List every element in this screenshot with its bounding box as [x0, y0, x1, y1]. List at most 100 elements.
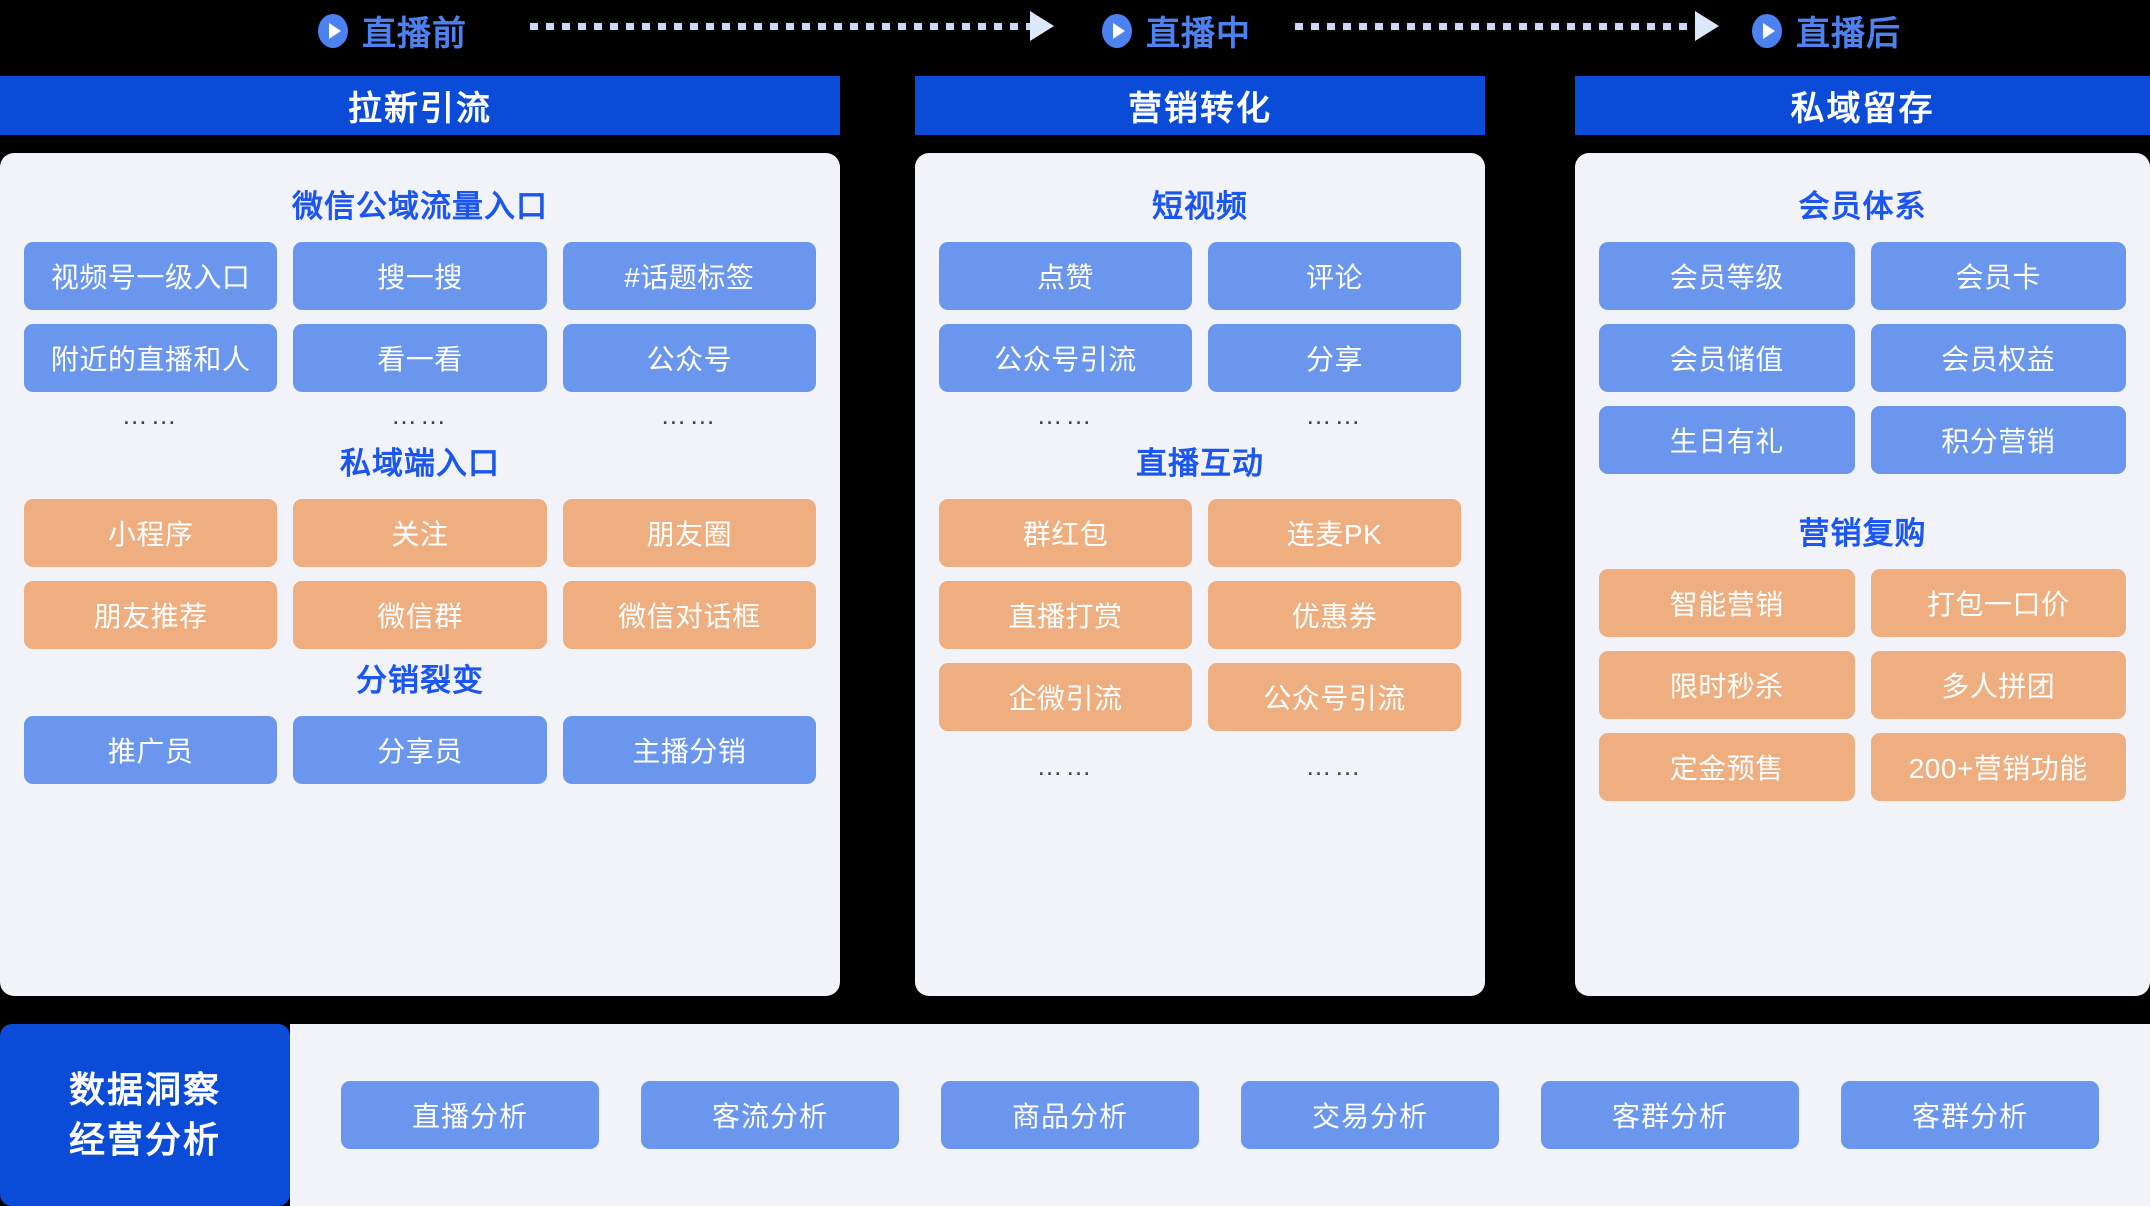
pill-item[interactable]: 生日有礼	[1599, 406, 1855, 474]
pill-item[interactable]: 积分营销	[1870, 406, 2126, 474]
pill-item[interactable]: 智能营销	[1599, 569, 1855, 637]
play-circle-icon	[318, 13, 348, 48]
pill-item[interactable]: 企微引流	[939, 663, 1192, 731]
analytics-pill-live[interactable]: 直播分析	[341, 1081, 599, 1149]
pill-item[interactable]: 微信群	[293, 581, 547, 649]
column-card-acquisition: 微信公域流量入口 视频号一级入口 搜一搜 #话题标签 附近的直播和人 看一看 公…	[0, 153, 840, 996]
analytics-pill-customer-group-2[interactable]: 客群分析	[1841, 1081, 2099, 1149]
pill-item[interactable]: 分享	[1208, 324, 1461, 392]
phase-label-live: 直播中	[1146, 15, 1251, 53]
analytics-pill-customer-group-1[interactable]: 客群分析	[1541, 1081, 1799, 1149]
play-circle-icon	[1102, 13, 1132, 48]
pill-item[interactable]: 会员等级	[1599, 242, 1855, 310]
ellipsis-row: …… ……	[939, 402, 1461, 428]
bottom-label-line2: 经营分析	[68, 1119, 221, 1160]
pill-item[interactable]: 搜一搜	[293, 242, 547, 310]
pill-item[interactable]: 优惠券	[1208, 581, 1461, 649]
pill-item[interactable]: 看一看	[293, 324, 547, 392]
card-spacer	[1599, 801, 2126, 976]
arrow-pre-to-live	[530, 11, 1054, 41]
section-title-private-domain-entry: 私域端入口	[340, 446, 500, 481]
arrow-dots	[1295, 22, 1695, 30]
pill-item[interactable]: 定金预售	[1599, 733, 1855, 801]
bottom-analytics-bar: 数据洞察 经营分析 直播分析 客流分析 商品分析 交易分析 客群分析 客群分析	[0, 1024, 2150, 1206]
pill-item[interactable]: 朋友推荐	[24, 581, 278, 649]
pill-item[interactable]: 附近的直播和人	[24, 324, 278, 392]
ellipsis: ……	[121, 400, 180, 430]
pill-grid-marketing-repurchase: 智能营销 打包一口价 限时秒杀 多人拼团 定金预售 200+营销功能	[1599, 569, 2126, 801]
pill-item[interactable]: 公众号	[562, 324, 816, 392]
pill-item[interactable]: 200+营销功能	[1870, 733, 2126, 801]
ellipsis: ……	[1036, 751, 1095, 781]
arrow-head-icon	[1695, 11, 1719, 41]
phase-strip: 直播前 直播中 直播后	[0, 0, 2150, 53]
phase-label-pre: 直播前	[362, 15, 467, 53]
pill-grid-membership-system: 会员等级 会员卡 会员储值 会员权益 生日有礼 积分营销	[1599, 242, 2126, 474]
pill-item[interactable]: 公众号引流	[1208, 663, 1461, 731]
pill-item[interactable]: 评论	[1208, 242, 1461, 310]
arrow-dots	[530, 22, 1030, 30]
arrow-live-to-post	[1295, 11, 1719, 41]
pill-item[interactable]: 会员权益	[1870, 324, 2126, 392]
analytics-pill-transaction[interactable]: 交易分析	[1241, 1081, 1499, 1149]
section-title-distribution-fission: 分销裂变	[356, 663, 484, 698]
phase-pre-live: 直播前	[316, 6, 467, 55]
ellipsis-row: …… ……	[939, 753, 1461, 779]
columns-container: 拉新引流 微信公域流量入口 视频号一级入口 搜一搜 #话题标签 附近的直播和人 …	[0, 76, 2150, 996]
column-header-acquisition: 拉新引流	[0, 76, 840, 135]
section-title-membership-system: 会员体系	[1798, 189, 1927, 224]
pill-grid-distribution-fission: 推广员 分享员 主播分销	[24, 716, 816, 784]
pill-item[interactable]: #话题标签	[562, 242, 816, 310]
pill-item[interactable]: 视频号一级入口	[24, 242, 278, 310]
pill-item[interactable]: 分享员	[293, 716, 547, 784]
pill-item[interactable]: 直播打赏	[939, 581, 1192, 649]
pill-item[interactable]: 会员储值	[1599, 324, 1855, 392]
phase-label-post: 直播后	[1796, 15, 1901, 53]
bottom-label-line1: 数据洞察	[68, 1069, 221, 1111]
pill-item[interactable]: 小程序	[24, 499, 278, 567]
pill-item[interactable]: 推广员	[24, 716, 278, 784]
section-title-wechat-public-traffic: 微信公域流量入口	[292, 189, 548, 224]
section-title-marketing-repurchase: 营销复购	[1798, 516, 1927, 551]
ellipsis: ……	[1305, 400, 1364, 430]
pill-grid-private-domain-entry: 小程序 关注 朋友圈 朋友推荐 微信群 微信对话框	[24, 499, 816, 649]
pill-item[interactable]: 多人拼团	[1870, 651, 2126, 719]
section-title-live-interaction: 直播互动	[1136, 446, 1264, 481]
pill-item[interactable]: 微信对话框	[562, 581, 816, 649]
column-acquisition: 拉新引流 微信公域流量入口 视频号一级入口 搜一搜 #话题标签 附近的直播和人 …	[0, 76, 840, 996]
bottom-label-data-insight: 数据洞察 经营分析	[0, 1024, 290, 1206]
ellipsis: ……	[1305, 751, 1364, 781]
column-header-marketing-conversion: 营销转化	[915, 76, 1485, 135]
ellipsis-row: …… …… ……	[24, 402, 816, 428]
column-marketing-conversion: 营销转化 短视频 点赞 评论 公众号引流 分享 …… …… 直播互动 群红包 连…	[915, 76, 1485, 996]
pill-item[interactable]: 群红包	[939, 499, 1192, 567]
pill-item[interactable]: 关注	[293, 499, 547, 567]
play-circle-icon	[1752, 13, 1782, 48]
pill-item[interactable]: 点赞	[939, 242, 1192, 310]
phase-live: 直播中	[1100, 6, 1251, 55]
pill-item[interactable]: 会员卡	[1870, 242, 2126, 310]
card-spacer	[24, 784, 816, 976]
pill-item[interactable]: 朋友圈	[562, 499, 816, 567]
pill-grid-live-interaction: 群红包 连麦PK 直播打赏 优惠券 企微引流 公众号引流	[939, 499, 1461, 731]
analytics-pill-traffic[interactable]: 客流分析	[641, 1081, 899, 1149]
ellipsis: ……	[390, 400, 449, 430]
column-card-private-retention: 会员体系 会员等级 会员卡 会员储值 会员权益 生日有礼 积分营销 营销复购 智…	[1575, 153, 2150, 996]
pill-grid-wechat-public-traffic: 视频号一级入口 搜一搜 #话题标签 附近的直播和人 看一看 公众号	[24, 242, 816, 392]
pill-item[interactable]: 连麦PK	[1208, 499, 1461, 567]
pill-grid-short-video: 点赞 评论 公众号引流 分享	[939, 242, 1461, 392]
column-header-private-retention: 私域留存	[1575, 76, 2150, 135]
pill-item[interactable]: 打包一口价	[1870, 569, 2126, 637]
pill-item[interactable]: 限时秒杀	[1599, 651, 1855, 719]
section-title-short-video: 短视频	[1152, 189, 1248, 224]
column-private-retention: 私域留存 会员体系 会员等级 会员卡 会员储值 会员权益 生日有礼 积分营销 营…	[1575, 76, 2150, 996]
pill-item[interactable]: 公众号引流	[939, 324, 1192, 392]
ellipsis: ……	[660, 400, 719, 430]
pill-item[interactable]: 主播分销	[562, 716, 816, 784]
phase-post-live: 直播后	[1750, 6, 1901, 55]
analytics-pill-product[interactable]: 商品分析	[941, 1081, 1199, 1149]
bottom-analytics-panel: 直播分析 客流分析 商品分析 交易分析 客群分析 客群分析	[290, 1024, 2150, 1206]
ellipsis: ……	[1036, 400, 1095, 430]
column-card-marketing-conversion: 短视频 点赞 评论 公众号引流 分享 …… …… 直播互动 群红包 连麦PK 直…	[915, 153, 1485, 996]
